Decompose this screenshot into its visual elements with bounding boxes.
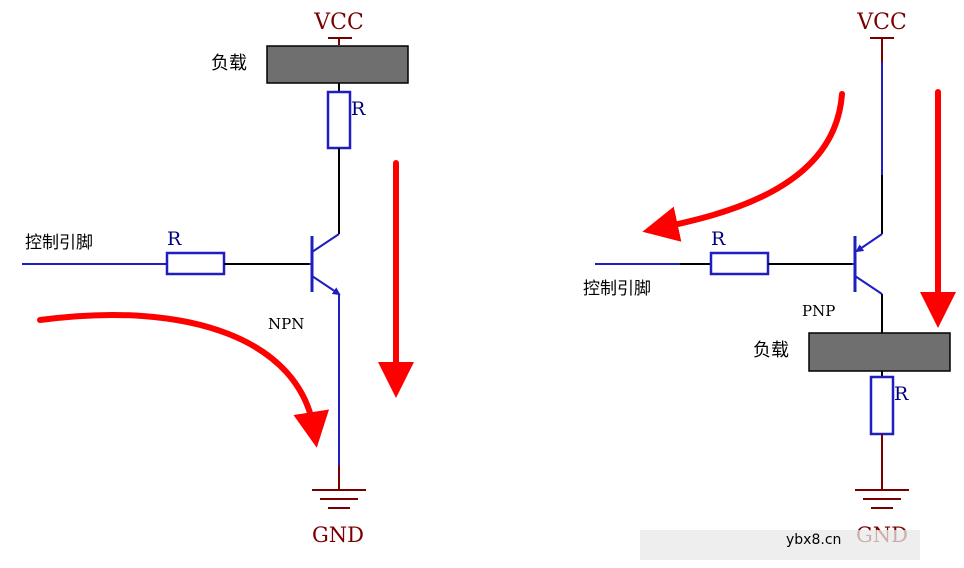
npn-ground-symbol	[312, 489, 366, 509]
watermark-site-text: ybx8.cn	[786, 532, 841, 548]
pnp-base-resistor	[709, 251, 770, 276]
npn-base-resistor	[165, 251, 226, 276]
npn-base-current-arrow	[37, 311, 329, 448]
npn-base-resistor-label: R	[167, 228, 182, 250]
pnp-emitter-resistor	[869, 375, 895, 436]
pnp-control-pin-label: 控制引脚	[583, 279, 651, 299]
pnp-load-box	[808, 332, 951, 372]
npn-transistor-label: NPN	[268, 315, 304, 333]
pnp-circuit: VCC 控制引脚 R PNP 负载 R	[583, 10, 956, 547]
watermark: ybx8.cn	[640, 530, 920, 560]
npn-vcc-label: VCC	[313, 10, 364, 35]
npn-collector-resistor	[326, 90, 352, 150]
watermark-blur	[640, 530, 920, 560]
npn-collector-resistor-label: R	[351, 98, 366, 120]
npn-circuit: VCC 负载 R 控制引脚 R NPN GN	[22, 10, 414, 547]
pnp-base-resistor-label: R	[711, 228, 726, 250]
pnp-transistor-label: PNP	[802, 302, 835, 320]
pnp-vcc-label: VCC	[856, 10, 907, 35]
npn-load-label: 负载	[211, 53, 247, 74]
npn-load-box	[266, 45, 409, 84]
pnp-emitter-resistor-label: R	[894, 383, 909, 405]
npn-control-pin-label: 控制引脚	[25, 233, 93, 253]
npn-transistor-symbol	[309, 233, 341, 296]
pnp-ground-symbol	[855, 489, 909, 509]
pnp-base-current-arrow	[642, 91, 845, 242]
npn-gnd-label: GND	[312, 523, 364, 547]
pnp-load-label: 负载	[753, 340, 789, 361]
pnp-transistor-symbol	[852, 233, 883, 295]
